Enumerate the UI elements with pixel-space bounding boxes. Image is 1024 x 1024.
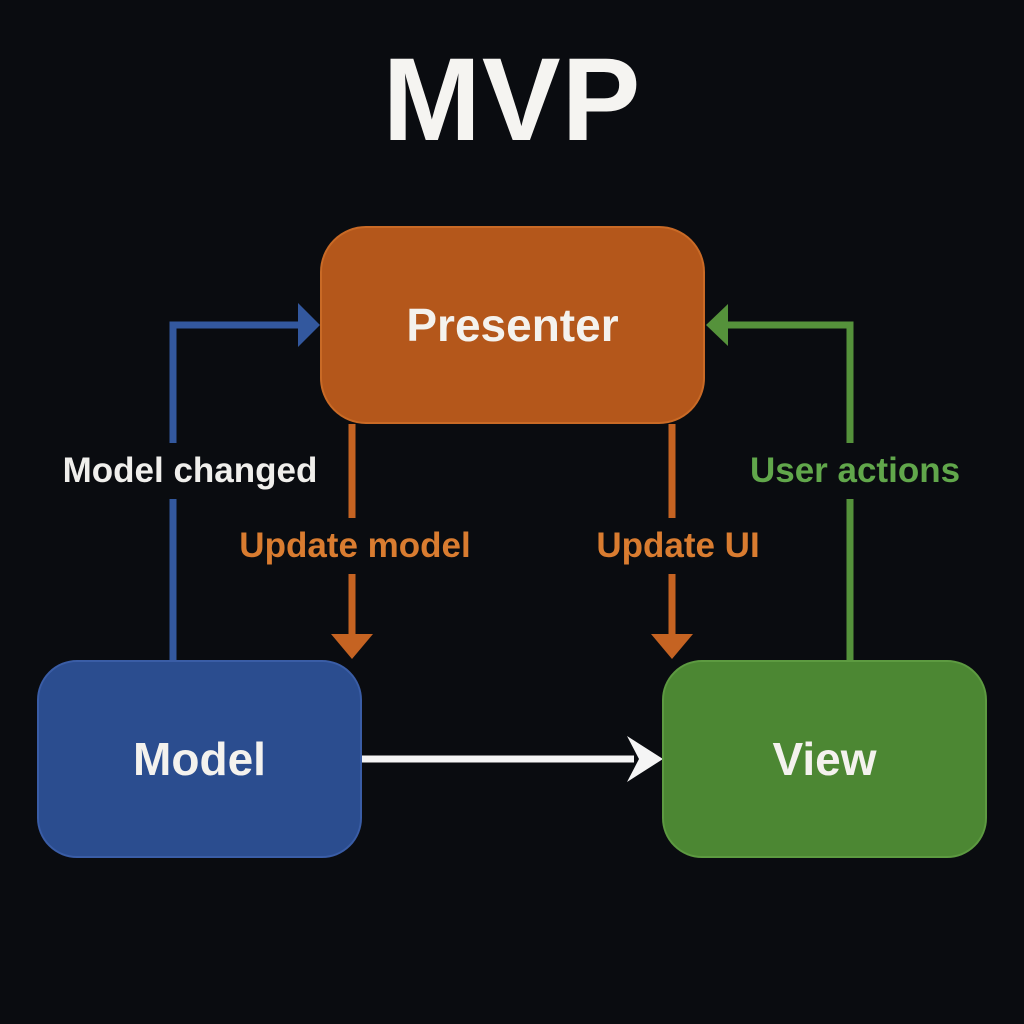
edge-label-update-model: Update model: [227, 518, 483, 574]
presenter-node-label: Presenter: [406, 299, 619, 351]
edge-label-user-actions: User actions: [737, 443, 973, 499]
edge-model-to-presenter-line: [169, 321, 298, 662]
view-node-label: View: [772, 733, 877, 785]
presenter-node: Presenter: [320, 226, 705, 424]
diagram-title: MVP: [382, 34, 642, 166]
view-node: View: [662, 660, 987, 858]
model-node: Model: [37, 660, 362, 858]
edge-label-model-changed: Model changed: [50, 443, 330, 499]
edge-presenter-to-model-arrowhead: [331, 634, 373, 659]
model-node-label: Model: [133, 733, 266, 785]
edge-view-to-presenter-line: [728, 321, 854, 662]
edge-presenter-to-view-arrowhead: [651, 634, 693, 659]
edge-view-to-presenter-arrowhead: [706, 304, 728, 346]
edge-model-to-view-arrowhead: [627, 736, 663, 782]
edge-model-to-presenter-arrowhead: [298, 303, 320, 347]
edge-label-update-ui: Update UI: [584, 518, 772, 574]
